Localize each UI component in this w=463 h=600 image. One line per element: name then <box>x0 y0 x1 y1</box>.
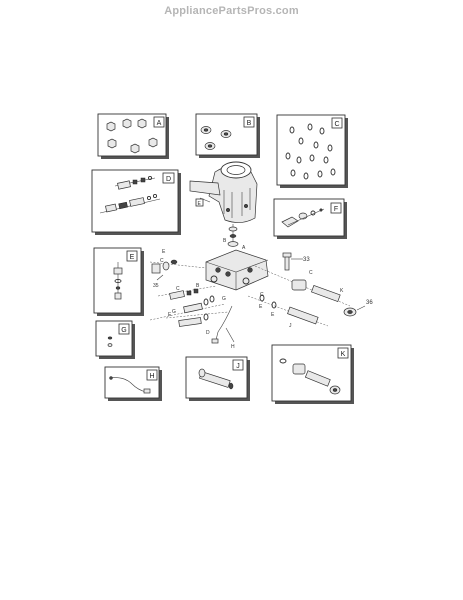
left-piston-assembly: C B G G <box>149 283 226 321</box>
kit-g-label: G <box>121 327 126 334</box>
hose-icon <box>109 376 151 394</box>
callout-k-right: K <box>340 288 344 294</box>
kit-b-box: B <box>195 113 260 158</box>
kit-h-box: H <box>104 366 162 401</box>
site-watermark: AppliancePartsPros.com <box>164 5 299 17</box>
callout-e-right2: E <box>271 312 275 318</box>
unloader-assembly-icon <box>99 175 161 214</box>
kit-d-label: D <box>166 176 171 183</box>
kit-d-box: D <box>91 169 181 235</box>
kit-j-box: J <box>185 356 250 401</box>
callout-h-center: H <box>231 344 235 350</box>
callout-e-top: E <box>198 201 202 207</box>
seal-stack: B A <box>223 224 246 251</box>
piston-icon <box>198 368 234 390</box>
callout-c-left: C <box>160 258 164 264</box>
kit-c-box: C <box>276 114 348 188</box>
check-valve-icon <box>113 262 123 300</box>
callout-g-piston: G <box>172 309 176 315</box>
hose-fitting: H <box>211 305 235 350</box>
o-ring-icon <box>285 123 336 180</box>
kit-h-label: H <box>149 373 154 380</box>
callout-35: 35 <box>153 283 159 289</box>
kit-j-label: J <box>236 363 240 370</box>
callout-33: 33 <box>303 257 310 263</box>
callout-c-piston: C <box>176 286 180 292</box>
plunger-seal-icon <box>281 208 325 228</box>
kit-f-box: F <box>273 198 347 239</box>
kit-a-label: A <box>157 120 162 127</box>
kit-g-box: G <box>95 320 135 359</box>
inlet-fittings: C E 35 <box>149 249 207 289</box>
callout-j-right: J <box>289 323 292 329</box>
callout-e-lower: E <box>168 312 172 318</box>
kit-e-label: E <box>130 254 135 261</box>
spring-icon <box>107 336 113 347</box>
kit-f-label: F <box>334 206 338 213</box>
kit-k-label: K <box>341 351 346 358</box>
callout-e-left: E <box>162 249 166 255</box>
valve-icon <box>106 118 158 154</box>
right-cylinder-assembly: C K 36 <box>254 265 373 317</box>
kit-a-box: A <box>97 113 169 159</box>
right-lower-assembly: E E J C <box>247 292 329 329</box>
kit-e-box: E <box>93 247 144 316</box>
pump-manifold <box>205 249 269 291</box>
callout-d-lower: D <box>206 330 210 336</box>
callout-b-piston: B <box>196 283 200 289</box>
callout-a-center: A <box>242 245 246 251</box>
plunger-assembly-icon <box>279 358 341 395</box>
kit-c-label: C <box>334 121 339 128</box>
callout-e-right: E <box>259 304 263 310</box>
center-lower-assembly: E D <box>165 311 229 336</box>
callout-c-right: C <box>309 270 313 276</box>
seal-icon <box>200 126 232 150</box>
crankcase-housing: E <box>189 161 258 223</box>
callout-36: 36 <box>366 300 373 306</box>
callout-g-mid: G <box>222 296 226 302</box>
callout-b-center: B <box>223 238 227 244</box>
bolt-33: 33 <box>282 252 310 271</box>
kit-b-label: B <box>247 120 252 127</box>
callout-c-right2: C <box>260 292 264 298</box>
kit-k-box: K <box>271 344 354 404</box>
